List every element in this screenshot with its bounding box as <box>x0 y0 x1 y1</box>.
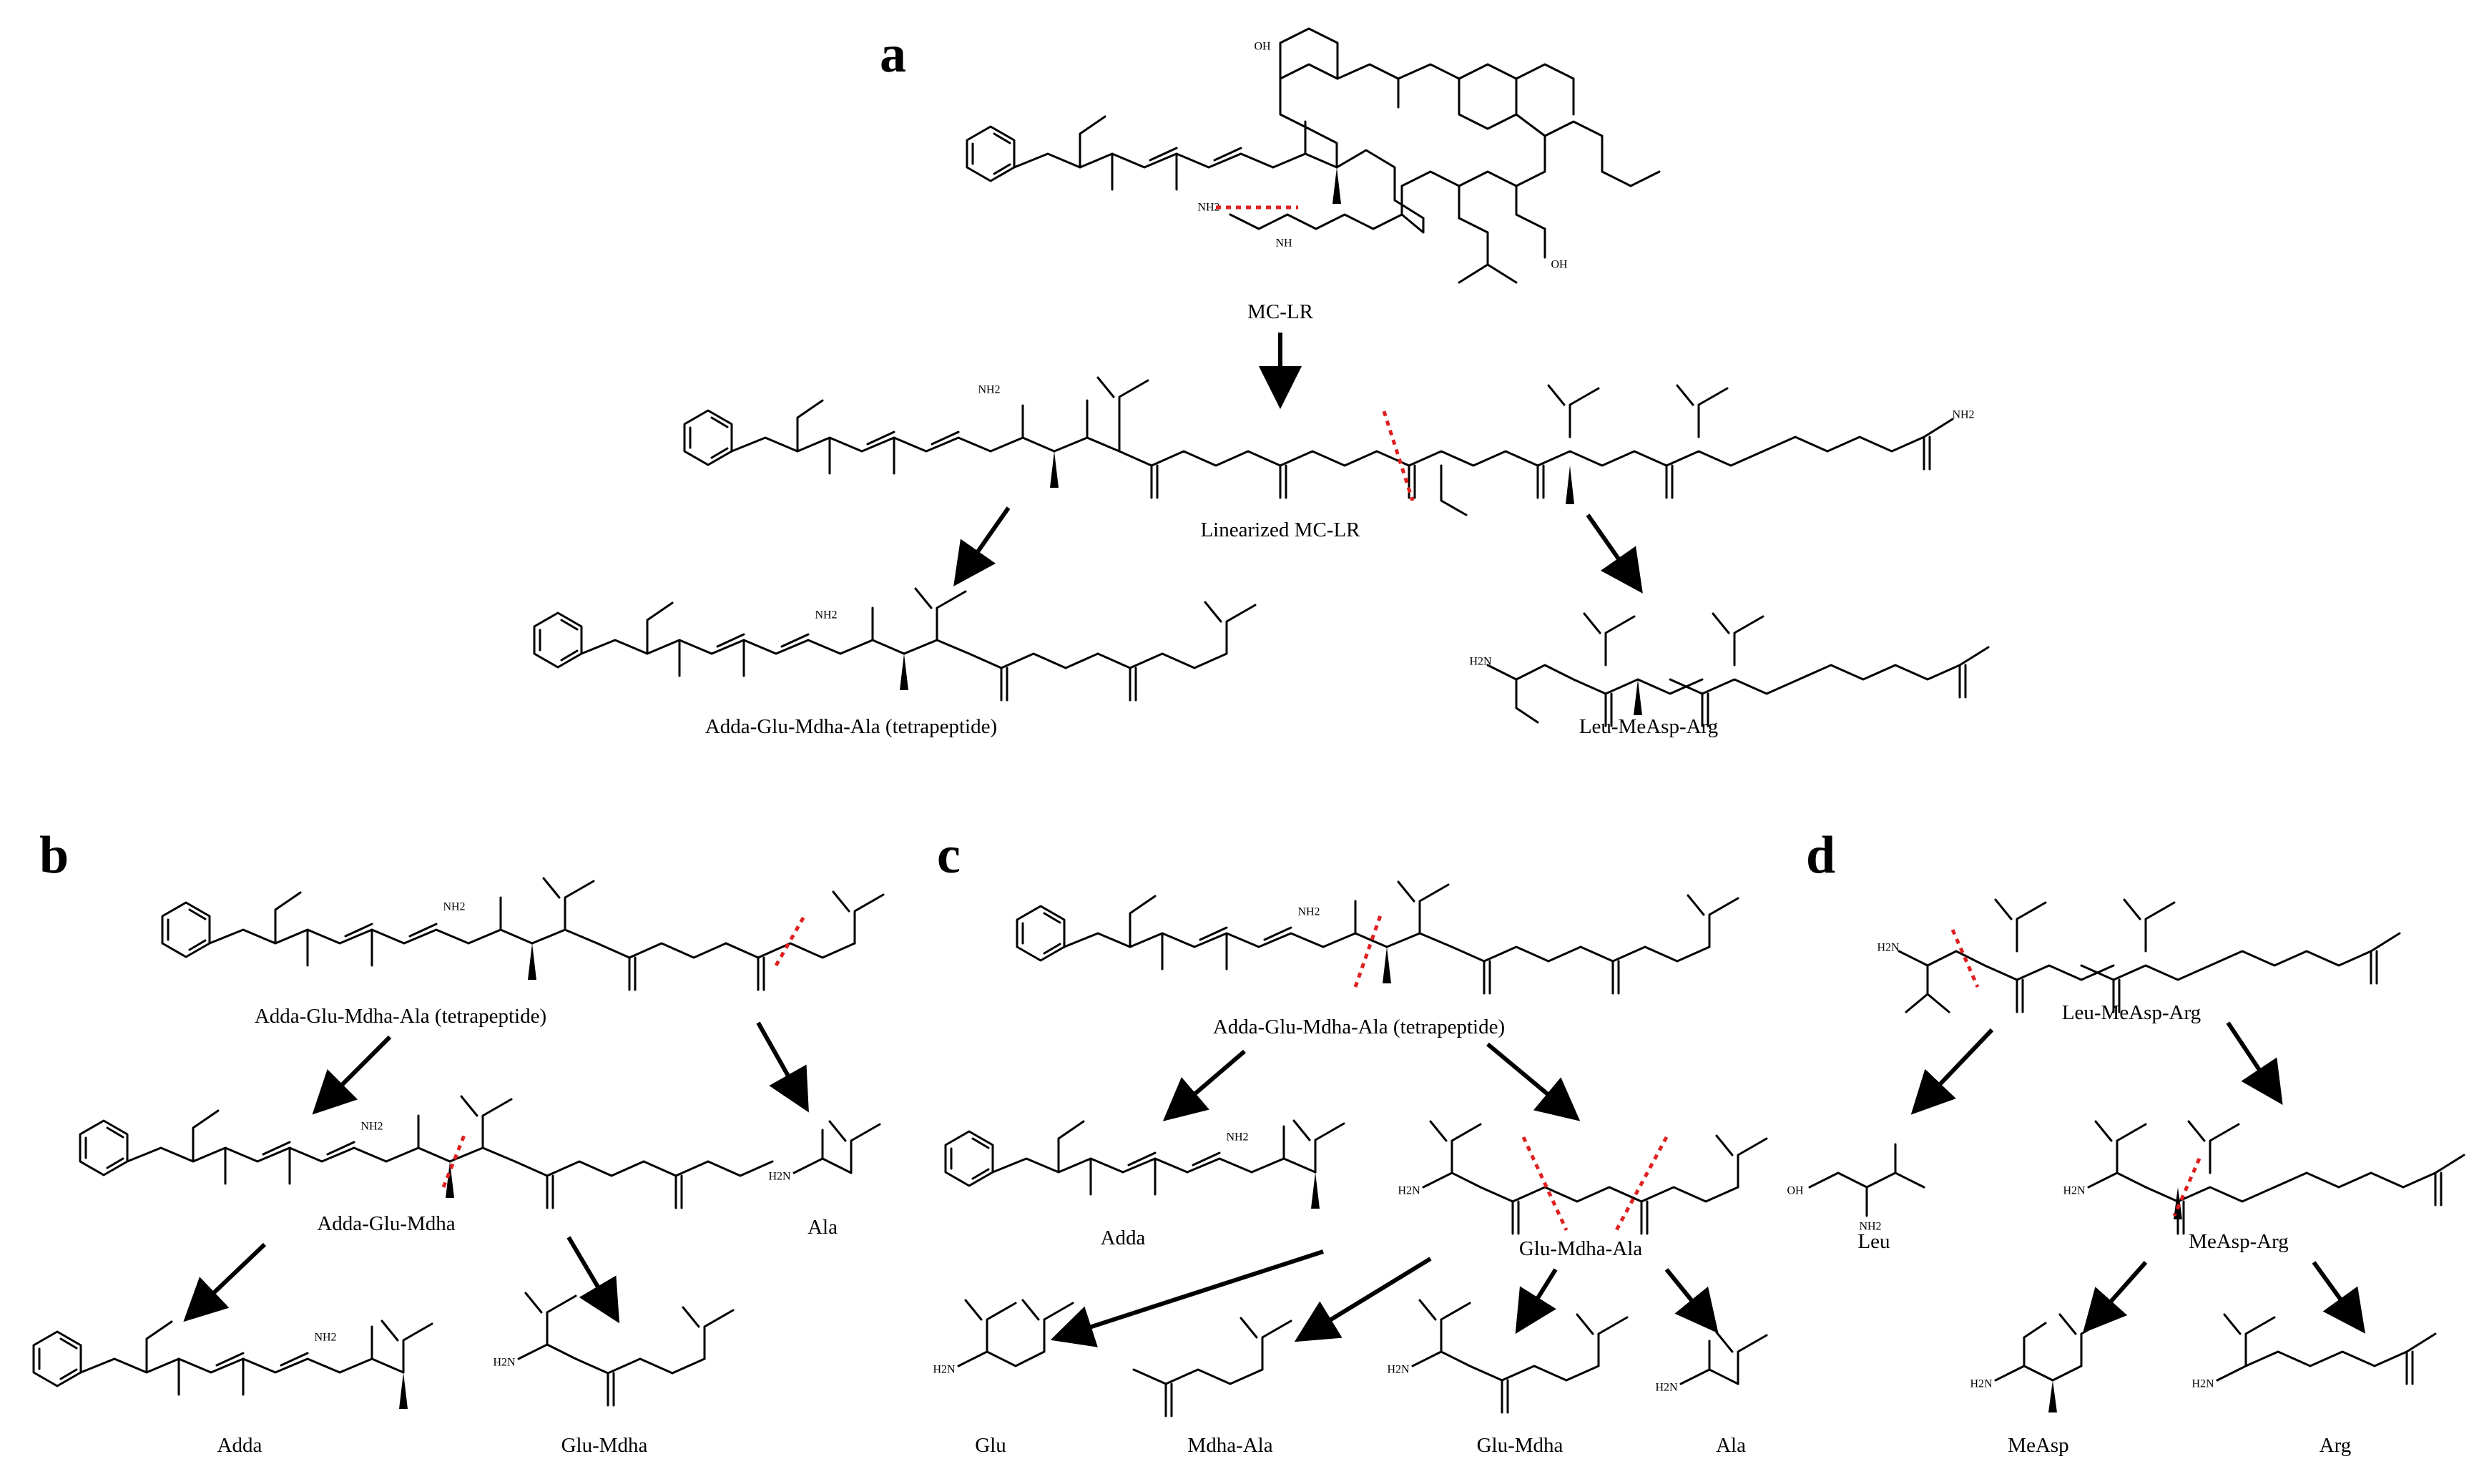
measp-d-structure: H2N <box>1970 1313 2111 1412</box>
atom-label: OH <box>1254 41 1271 53</box>
adda-c-label: Adda <box>1101 1227 1146 1249</box>
atom-label: NH2 <box>978 384 1000 396</box>
tetrapeptide-c-label: Adda-Glu-Mdha-Ala (tetrapeptide) <box>1213 1016 1505 1038</box>
leu-d-label: Leu <box>1857 1230 1890 1253</box>
arrow <box>756 1021 809 1113</box>
adda-b-label: Adda <box>217 1434 262 1457</box>
panel-c-label: c <box>937 826 961 885</box>
atom-label: H2N <box>1398 1185 1420 1197</box>
arrow <box>1586 513 1643 594</box>
atom-label: NH2 <box>1859 1221 1881 1233</box>
atom-label: H2N <box>768 1171 791 1183</box>
arrow <box>953 506 1011 586</box>
adda-c-structure: NH2 <box>946 1119 1345 1209</box>
atom-label: H2N <box>1469 656 1492 668</box>
adda-glu-mdha-label: Adda-Glu-Mdha <box>317 1212 455 1235</box>
atom-label: NH2 <box>360 1121 383 1133</box>
adda-b-structure: NH2 <box>34 1320 433 1409</box>
glu-mdha-b-label: Glu-Mdha <box>561 1434 648 1457</box>
tripeptide-d-structure: H2N <box>1877 898 2401 1013</box>
atom-label: H2N <box>2191 1378 2214 1390</box>
atom-label: NH2 <box>314 1332 336 1344</box>
ala-c-structure: H2N <box>1655 1331 1768 1394</box>
arrow <box>2083 1261 2148 1333</box>
arrow <box>312 1035 392 1115</box>
tripeptide-a-structure: H2N <box>1469 612 1990 727</box>
atom-label: NH2 <box>443 901 465 913</box>
panel-a-label: a <box>880 25 906 84</box>
atom-label: NH <box>1275 237 1292 250</box>
atom-label: H2N <box>1970 1378 1993 1390</box>
atom-label: OH <box>1551 259 1568 271</box>
ala-b-structure: H2N <box>768 1120 881 1183</box>
arg-d-structure: H2N <box>2191 1313 2437 1390</box>
mclr-label: MC-LR <box>1247 300 1314 323</box>
arrow <box>183 1242 267 1322</box>
panel-b-label: b <box>39 826 69 885</box>
mdha-ala-c-structure <box>1132 1317 1292 1417</box>
measp-d-label: MeAsp <box>2008 1434 2068 1457</box>
glu-mdha-ala-structure: H2N <box>1398 1120 1768 1235</box>
atom-label: H2N <box>1877 942 1900 954</box>
atom-label: H2N <box>1655 1382 1678 1394</box>
tripeptide-a-label: Leu-MeAsp-Arg <box>1579 715 1718 738</box>
atom-label: NH2 <box>1197 202 1219 214</box>
arrow <box>1486 1042 1581 1121</box>
tetrapeptide-a-label: Adda-Glu-Mdha-Ala (tetrapeptide) <box>705 715 997 738</box>
atom-label: OH <box>1787 1185 1804 1197</box>
tetrapeptide-b-structure: NH2 <box>162 877 885 991</box>
tetrapeptide-c-structure: NH2 <box>1017 880 1739 995</box>
atom-label: NH2 <box>1297 906 1320 918</box>
glu-c-label: Glu <box>975 1434 1006 1457</box>
glu-mdha-b-structure: H2N <box>493 1292 735 1407</box>
leu-d-structure: OH NH2 <box>1787 1143 1925 1233</box>
arg-d-label: Arg <box>2320 1434 2352 1457</box>
adda-glu-mdha-structure: NH2 <box>80 1095 774 1209</box>
arrow <box>2312 1261 2366 1334</box>
panel-d-label: d <box>1806 826 1835 885</box>
atom-label: NH2 <box>1952 409 1974 421</box>
atom-label: H2N <box>1387 1364 1410 1376</box>
arrow <box>1050 1249 1324 1347</box>
measp-arg-structure: H2N <box>2063 1120 2465 1235</box>
tetrapeptide-a-structure: NH2 <box>534 587 1257 702</box>
arrow <box>566 1236 620 1324</box>
atom-label: NH2 <box>1226 1131 1248 1144</box>
tetrapeptide-b-label: Adda-Glu-Mdha-Ala (tetrapeptide) <box>255 1005 546 1028</box>
linearized-mclr-structure: NH2 NH2 <box>684 376 1975 516</box>
atom-label: NH2 <box>815 609 837 621</box>
glu-mdha-c-structure: H2N <box>1387 1299 1629 1414</box>
arrow <box>1162 1049 1246 1121</box>
glu-mdha-ala-label: Glu-Mdha-Ala <box>1519 1237 1642 1260</box>
atom-label: H2N <box>2063 1185 2086 1197</box>
tripeptide-d-label: Leu-MeAsp-Arg <box>2062 1001 2201 1024</box>
arrow <box>2226 1021 2283 1105</box>
arrow <box>1910 1028 1994 1115</box>
ala-b-label: Ala <box>807 1216 838 1239</box>
mclr-structure: NH OH NH2 OH <box>967 27 1661 284</box>
mdha-ala-c-label: Mdha-Ala <box>1187 1434 1272 1457</box>
ala-c-label: Ala <box>1716 1434 1746 1457</box>
arrow <box>1664 1268 1719 1334</box>
arrow <box>1294 1257 1432 1342</box>
glu-mdha-c-label: Glu-Mdha <box>1477 1434 1564 1457</box>
arrow <box>1515 1268 1558 1335</box>
atom-label: H2N <box>933 1364 956 1376</box>
atom-label: H2N <box>493 1357 516 1369</box>
glu-c-structure: H2N <box>933 1299 1074 1376</box>
measp-arg-label: MeAsp-Arg <box>2189 1230 2289 1253</box>
linearized-mclr-label: Linearized MC-LR <box>1200 519 1360 541</box>
